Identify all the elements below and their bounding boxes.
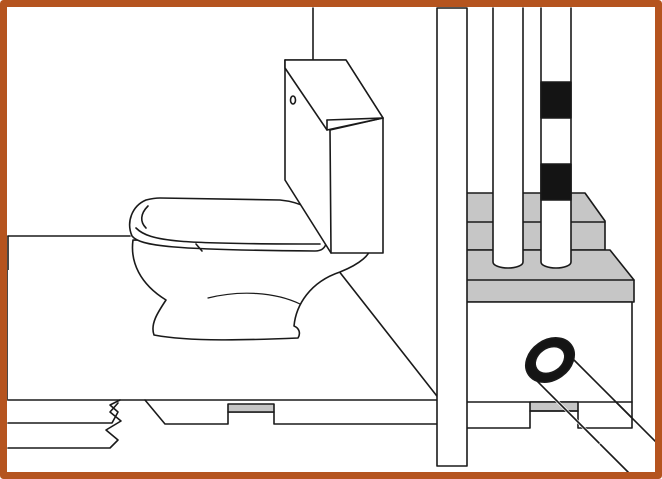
flush-handle-icon <box>291 96 296 104</box>
